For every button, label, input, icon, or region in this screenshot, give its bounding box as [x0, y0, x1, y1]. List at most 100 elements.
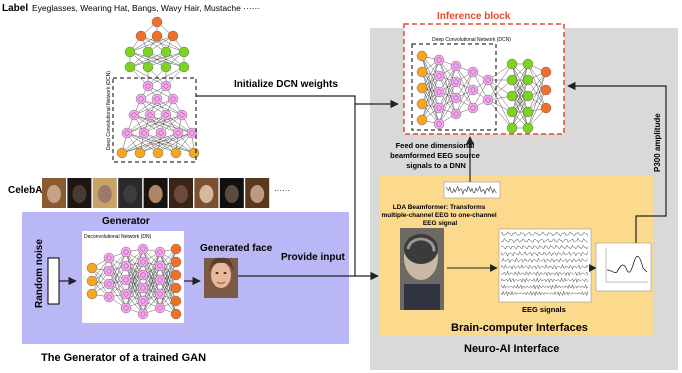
gen-dn-node	[103, 252, 115, 264]
top-dcn-node-ring	[170, 96, 176, 102]
celeba-ellipsis: ······	[274, 186, 290, 195]
gen-dn-edge	[159, 251, 177, 302]
top-dcn-node	[178, 46, 190, 58]
inf-dcn-node-ring	[436, 89, 442, 95]
gen-dn-edge	[142, 251, 161, 302]
top-dcn-network	[116, 16, 200, 159]
top-dcn-edge	[157, 132, 193, 154]
p300-plot	[595, 242, 652, 292]
inf-dcn-node	[522, 58, 534, 70]
gen-dn-edge	[142, 248, 161, 281]
top-dcn-node	[128, 109, 140, 121]
top-dcn-node-ring	[145, 83, 151, 89]
gen-dn-node	[154, 302, 166, 314]
gen-dn-edge	[125, 251, 144, 289]
inf-dcn-node	[433, 70, 445, 82]
dn-label: Deconvolutional Network (DN)	[84, 234, 152, 240]
celeba-face	[245, 178, 270, 208]
inf-dcn-edge	[511, 79, 529, 129]
gen-dn-edge	[142, 265, 161, 315]
top-dcn-edge	[121, 132, 162, 154]
top-dcn-edge	[121, 132, 179, 154]
top-dcn-node	[142, 46, 154, 58]
eeg-trace	[500, 251, 589, 257]
gen-dn-node	[170, 256, 182, 268]
top-dcn-edge	[126, 132, 177, 154]
top-dcn-node	[186, 127, 198, 139]
top-dcn-node-ring	[138, 96, 144, 102]
inf-dcn-node	[522, 74, 534, 86]
gen-dn-node-ring	[106, 268, 112, 274]
top-dcn-node	[160, 80, 172, 92]
beamformed-signal-plot	[443, 181, 501, 199]
gen-dn-edge	[125, 251, 144, 302]
inf-dcn-edge	[455, 71, 474, 115]
electrode	[427, 239, 431, 243]
inf-dcn-edge	[421, 91, 440, 121]
top-dcn-node	[142, 80, 154, 92]
gen-dn-node-ring	[123, 263, 129, 269]
top-dcn-node	[167, 30, 179, 42]
top-dcn-node	[152, 147, 164, 159]
inf-dcn-edge	[421, 59, 440, 89]
top-dcn-node-ring	[163, 112, 169, 118]
gen-dn-node-ring	[123, 305, 129, 311]
inf-dcn-node	[467, 66, 479, 78]
inf-dcn-edge	[438, 65, 457, 109]
label-title: Label	[2, 3, 28, 14]
generated-face-image	[204, 257, 238, 298]
noise-vector	[47, 257, 60, 305]
inf-dcn-edge	[487, 79, 513, 113]
inf-dcn-node	[450, 60, 462, 72]
top-dcn-node	[176, 109, 188, 121]
celeba-face	[67, 178, 92, 208]
gen-dn-node	[103, 291, 115, 303]
gen-dn-node	[154, 246, 166, 258]
top-dcn-node-ring	[179, 112, 185, 118]
gen-dn-node	[137, 308, 149, 320]
eeg-trace	[500, 244, 589, 250]
top-dcn-node	[178, 61, 190, 73]
gen-dn-edge	[142, 279, 161, 315]
inf-dcn-edge	[438, 81, 457, 125]
gen-dn-node	[170, 308, 182, 320]
top-dcn-node-ring	[154, 96, 160, 102]
gen-dn-node	[103, 278, 115, 290]
inf-dcn-node-ring	[453, 63, 459, 69]
dcn-vertical-label: Deep Convolutional Network (DCN)	[106, 71, 112, 150]
eeg-traces	[500, 231, 589, 297]
electrode	[432, 248, 436, 252]
top-dcn-node	[134, 147, 146, 159]
gen-dn-edge	[108, 257, 127, 309]
bci-title: Brain-computer Interfaces	[451, 322, 588, 334]
gen-dn-node	[170, 295, 182, 307]
top-dcn-node-ring	[175, 130, 181, 136]
inf-dcn-edge	[511, 95, 529, 129]
gen-dn-node	[86, 275, 98, 287]
top-dcn-edge	[140, 35, 185, 53]
celeba-face	[194, 178, 219, 208]
gen-dn-node	[137, 243, 149, 255]
top-dcn-node	[160, 61, 172, 73]
top-dcn-edge	[129, 51, 167, 68]
gen-dn-node-ring	[140, 272, 146, 278]
inference-dcn-network	[416, 50, 552, 134]
eeg-trace	[500, 231, 589, 237]
top-dcn-edge	[139, 132, 179, 154]
inf-dcn-node-ring	[470, 87, 476, 93]
top-dcn-edge	[147, 51, 185, 68]
celeba-face	[92, 178, 117, 208]
inf-dcn-node	[467, 102, 479, 114]
inf-dcn-node	[433, 86, 445, 98]
gen-dn-node	[137, 256, 149, 268]
gen-dn-edge	[159, 261, 177, 309]
inf-dcn-edge	[421, 75, 440, 121]
inf-dcn-node-ring	[436, 57, 442, 63]
gen-dn-node	[137, 269, 149, 281]
top-dcn-node	[135, 30, 147, 42]
top-dcn-node-ring	[189, 130, 195, 136]
eeg-signals-label: EEG signals	[522, 305, 566, 314]
top-dcn-node	[172, 127, 184, 139]
inf-dcn-edge	[421, 59, 440, 105]
